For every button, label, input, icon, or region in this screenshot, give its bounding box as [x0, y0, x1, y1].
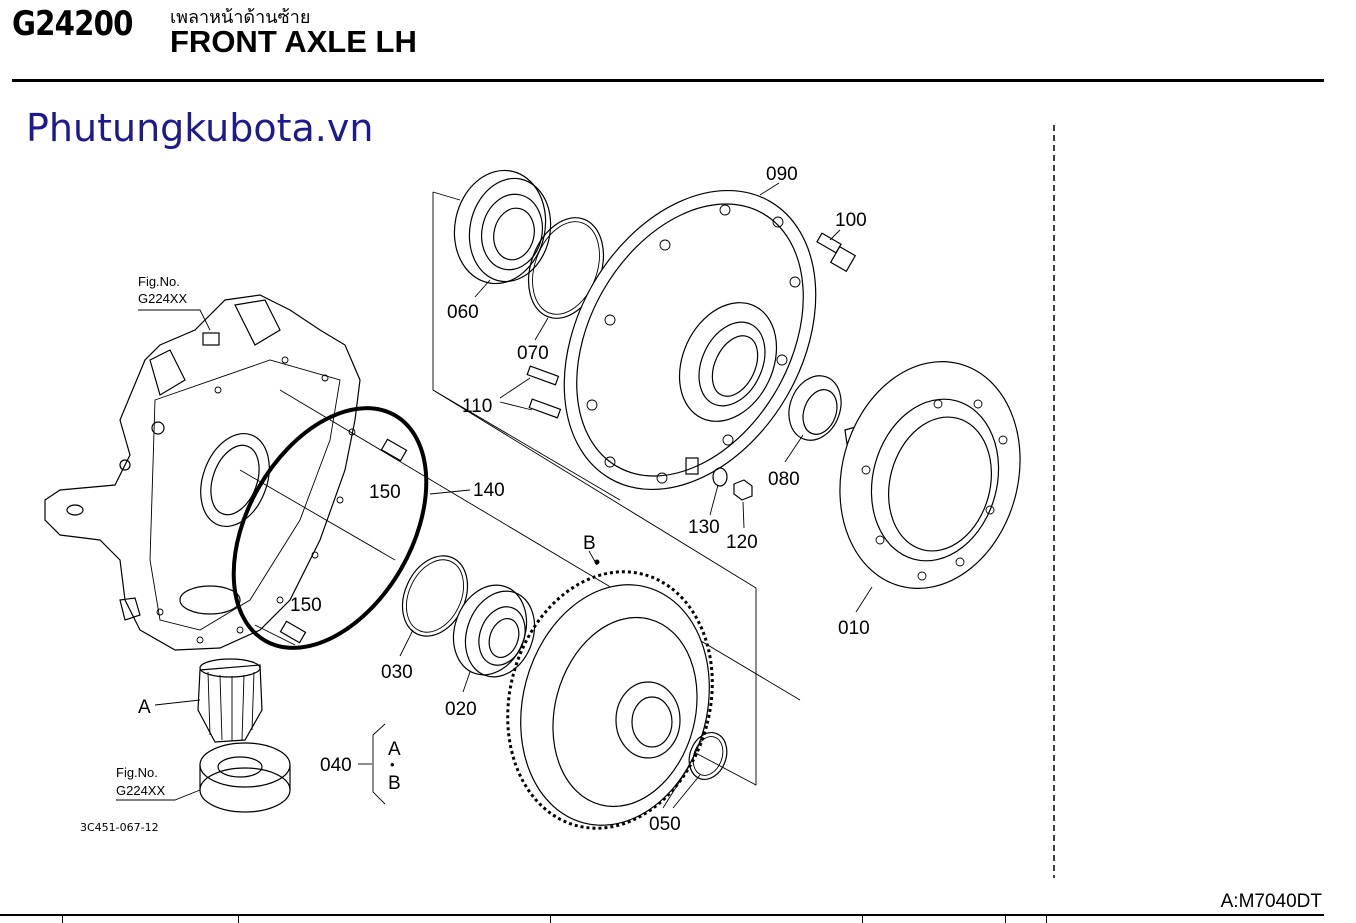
bearing-020	[452, 584, 536, 678]
pin-150-lower	[279, 620, 307, 644]
drawing-code: 3C451-067-12	[80, 821, 159, 834]
marker-b-set: B	[388, 773, 401, 794]
label-part-030: 030	[381, 662, 413, 683]
marker-a-pinion: A	[138, 697, 151, 718]
bevel-gear	[506, 570, 714, 830]
bearing-060	[453, 169, 552, 285]
axle-flange-010	[839, 361, 1021, 589]
label-part-120: 120	[726, 532, 758, 553]
footer-tick	[862, 914, 863, 923]
watermark: Phutungkubota.vn	[26, 106, 374, 150]
footer-divider	[0, 914, 1324, 916]
footer-tick	[1005, 914, 1006, 923]
washer-130	[712, 467, 728, 487]
label-part-150-lower: 150	[290, 595, 322, 616]
fig-ref-bottom-line1: Fig.No.	[116, 765, 158, 780]
o-ring-140	[231, 406, 429, 650]
fig-ref-top-line2: G224XX	[138, 291, 187, 306]
marker-b-gear: B	[583, 533, 596, 554]
assembly-frame	[432, 191, 757, 786]
oil-seal-080	[788, 375, 842, 441]
marker-b-dot	[594, 559, 600, 565]
label-part-050: 050	[649, 814, 681, 835]
label-part-100: 100	[835, 210, 867, 231]
bolt-100	[816, 232, 857, 273]
page-title: FRONT AXLE LH	[170, 24, 417, 59]
label-part-130: 130	[688, 517, 720, 538]
label-part-110: 110	[462, 396, 492, 417]
leader-lines	[116, 182, 873, 809]
circlip-050	[688, 732, 728, 780]
label-part-140: 140	[473, 480, 505, 501]
nut-120	[733, 479, 753, 501]
fig-ref-top-line1: Fig.No.	[138, 274, 180, 289]
flange-holes	[156, 356, 356, 644]
label-part-080: 080	[768, 469, 800, 490]
header-divider	[12, 79, 1324, 82]
pinion-gear	[197, 658, 263, 743]
knuckle-housing	[44, 294, 361, 651]
footer-tick	[550, 914, 551, 923]
footer-tick	[1046, 914, 1047, 923]
studs-110	[526, 365, 562, 419]
footer-tick	[62, 914, 63, 923]
thai-title: เพลาหน้าด้านซ้าย	[170, 7, 311, 28]
assembly-axis	[279, 389, 801, 701]
label-part-070: 070	[517, 343, 549, 364]
reference-code: A:M7040DT	[1220, 891, 1322, 912]
marker-a-set: A	[388, 739, 401, 760]
pin-150-upper	[380, 438, 408, 462]
pinion-bearing	[199, 742, 291, 813]
fig-ref-bottom-line2: G224XX	[116, 783, 165, 798]
footer-tick	[238, 914, 239, 923]
label-part-040: 040	[320, 755, 352, 776]
label-part-060: 060	[447, 302, 479, 323]
label-part-020: 020	[445, 699, 477, 720]
axle-cover-090	[563, 189, 817, 491]
label-part-090: 090	[766, 164, 798, 185]
section-code: G24200	[12, 4, 133, 44]
label-part-010: 010	[838, 618, 870, 639]
label-part-150-upper: 150	[369, 482, 401, 503]
marker-dot-set: •	[390, 757, 395, 772]
